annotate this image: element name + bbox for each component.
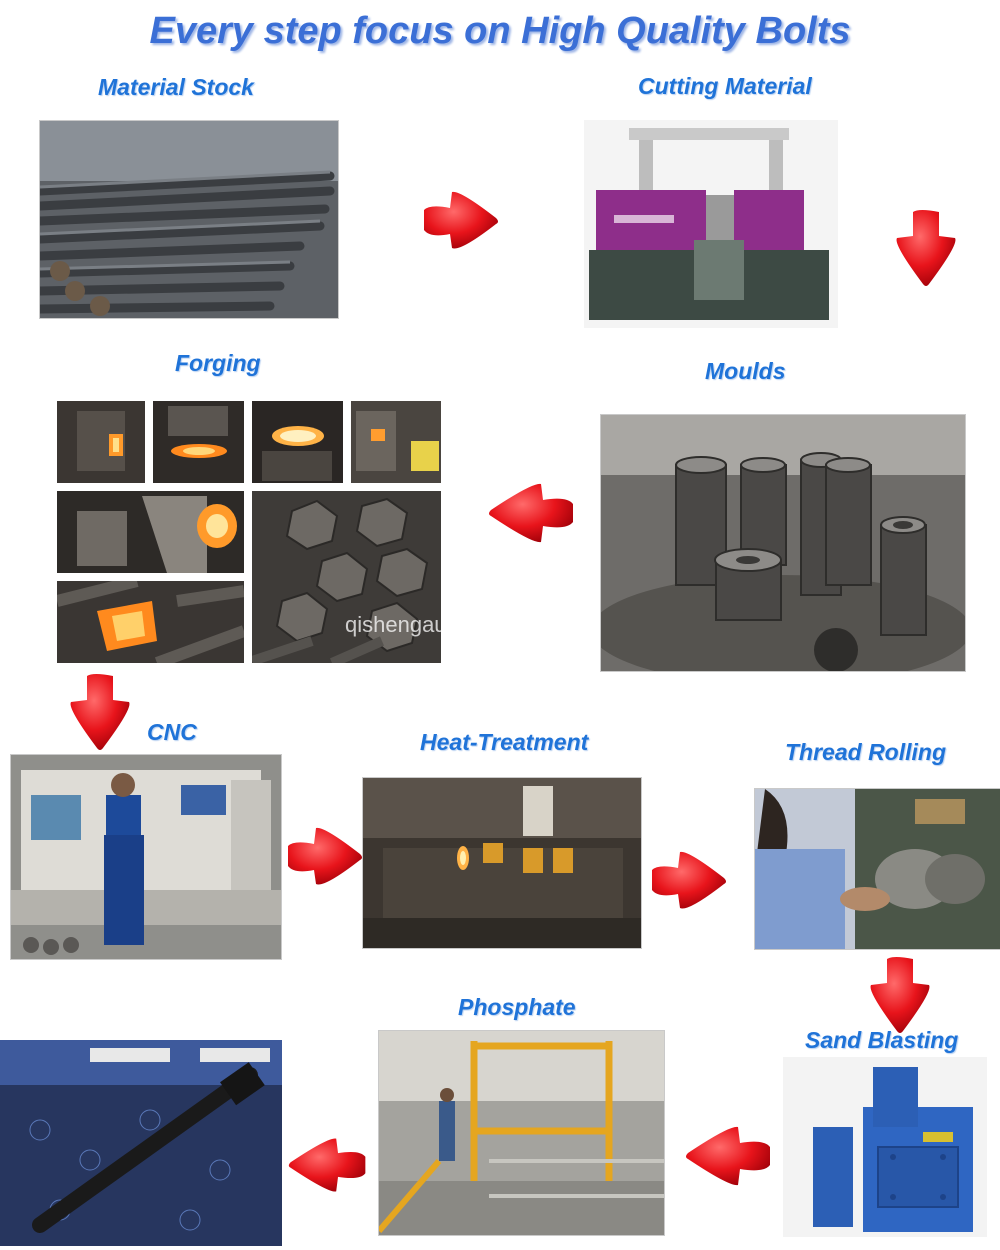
flow-arrow-down — [867, 955, 933, 1035]
watermark: qishengauto.en.alibaba.com — [345, 612, 621, 637]
flow-arrow-left — [487, 482, 577, 544]
forging-tile — [57, 401, 145, 483]
forging-tile — [252, 491, 441, 663]
step-label-forging: Forging — [175, 350, 261, 376]
cutting-material-photo — [584, 120, 838, 328]
forging-tile — [57, 581, 244, 663]
forging-photo-collage — [57, 401, 441, 663]
forging-tile — [57, 491, 244, 573]
step-label-heat-treatment: Heat-Treatment — [420, 729, 589, 755]
heat-treatment-photo — [362, 777, 642, 949]
step-label-phosphate: Phosphate — [458, 994, 576, 1020]
flow-arrow-right — [420, 190, 500, 250]
flow-arrow-left — [684, 1125, 774, 1187]
forging-tile — [153, 401, 244, 483]
finished-bolt-photo — [0, 1040, 282, 1246]
flow-arrow-right — [648, 850, 728, 910]
flow-arrow-right — [284, 826, 364, 886]
step-label-cutting-material: Cutting Material — [638, 73, 812, 99]
flow-arrow-down — [893, 208, 959, 288]
moulds-photo — [600, 414, 966, 672]
thread-rolling-photo — [754, 788, 1000, 950]
step-label-sand-blasting: Sand Blasting — [805, 1027, 959, 1053]
material-stock-photo — [39, 120, 339, 319]
page-title: Every step focus on High Quality Bolts — [149, 10, 851, 52]
forging-tile — [252, 401, 343, 483]
step-label-thread-rolling: Thread Rolling — [785, 739, 946, 765]
flow-arrow-down — [67, 672, 133, 752]
step-label-material-stock: Material Stock — [98, 74, 254, 100]
phosphate-photo — [378, 1030, 665, 1236]
step-label-cnc: CNC — [147, 719, 197, 745]
sand-blasting-photo — [783, 1057, 987, 1237]
forging-tile — [351, 401, 441, 483]
step-label-moulds: Moulds — [705, 358, 786, 384]
flow-arrow-left — [287, 1135, 369, 1195]
cnc-photo — [10, 754, 282, 960]
